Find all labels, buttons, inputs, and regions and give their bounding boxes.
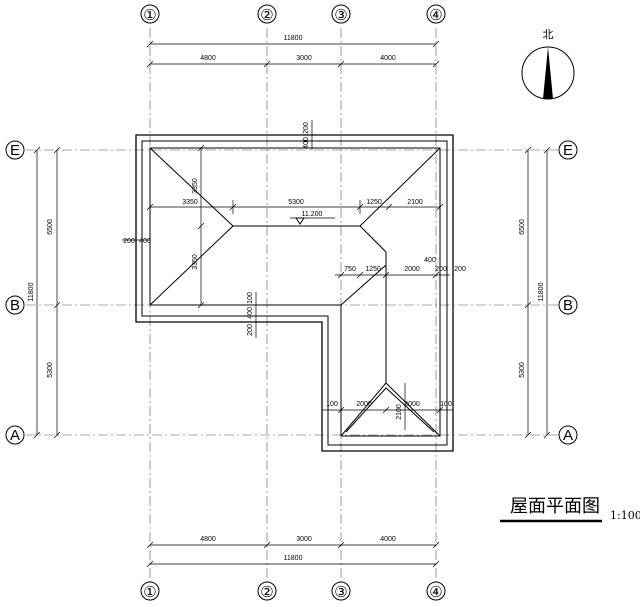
dim-hip-top: 3350 [192,178,199,194]
elevation-triangle [295,217,305,225]
axis-label-left-E: E [10,142,20,159]
hip-line [359,147,441,227]
axis-label-bottom-3: ③ [334,584,347,601]
right-dimension-chain: 6500 5300 11800 [519,146,551,439]
axis-bubble-bottom-1 [140,581,160,601]
dim-wing-5: 200 [454,266,466,273]
dim-right-total: 11800 [538,282,545,301]
dim-wing-4: 200 [435,266,447,273]
hip-line [385,382,441,437]
axis-label-right-E: E [563,142,573,159]
dim-gable-height: 2100 [396,404,403,420]
axis-bubble-bottom-3 [331,581,351,601]
dim-step-3: 100 [247,292,254,304]
dim-wing-3: 2000 [404,266,420,273]
roof-ridges-hips [149,147,441,437]
dim-bottom-seg-1: 4800 [200,536,216,543]
axis-label-left-B: B [10,297,20,314]
axis-label-top-3: ③ [334,7,347,24]
gable-outline [345,387,435,433]
roof-inner-edge [141,140,448,446]
left-dimension-chain: 11800 6500 5300 [28,146,61,439]
axis-bubble-top-4 [426,4,446,24]
dim-left-seg-2: 5300 [47,362,54,378]
dim-left-total: 11800 [28,282,35,301]
dim-ridge-1: 3350 [182,199,198,206]
dim-right-eave: 400 [424,257,436,264]
dim-top-seg-3: 4000 [380,55,396,62]
dim-gable-4: 100 [440,401,452,408]
axis-label-top-2: ② [260,7,273,24]
dim-top-seg-1: 4800 [200,55,216,62]
axis-label-top-1: ① [143,7,156,24]
dim-gable-1: 100 [326,401,338,408]
bottom-dimension-chain: 4800 3000 4000 11800 [146,536,440,568]
axis-bubble-top-2 [257,4,277,24]
hip-line [340,382,387,437]
valley-line [340,264,387,306]
dim-gable-3: 2000 [404,401,420,408]
axis-bubble-left-A [5,425,25,445]
dim-right-seg-2: 5300 [519,362,526,378]
axis-label-right-B: B [563,297,573,314]
drawing-title-block: 屋面平面图 1:100 [500,496,640,523]
hip-line [149,225,234,306]
axis-label-bottom-1: ① [143,584,156,601]
north-arrow-pointer [543,47,553,99]
dim-roof-left-eave: 400 [139,238,151,245]
dim-top-seg-2: 3000 [296,55,312,62]
drawing-title: 屋面平面图 [510,496,600,517]
dim-gable-2: 2000 [356,401,372,408]
dim-bottom-total: 11800 [284,555,303,562]
axis-bubbles: ① ② ③ ④ ① ② ③ ④ E B A E B A [5,4,578,601]
dim-wing-2: 1250 [365,266,381,273]
hip-line [149,147,234,227]
dim-roof-left-offset: 200 [123,238,135,245]
drawing-scale: 1:100 [610,509,640,522]
dim-hip-bottom: 3350 [192,254,199,270]
roof-outer-edge [135,134,454,452]
dim-wing-1: 750 [344,266,356,273]
dim-top-total: 11800 [284,35,303,42]
dim-roof-top-offset: 200 [303,122,310,134]
axis-bubble-top-3 [331,4,351,24]
valley-line [359,225,387,253]
axis-label-bottom-4: ④ [429,584,442,601]
axis-bubble-right-E [558,140,578,160]
dim-left-seg-1: 6500 [47,219,54,235]
elevation-value: 11.200 [302,211,323,218]
north-arrow: 北 [521,28,575,100]
dim-step-1: 200 [247,324,254,336]
axis-label-left-A: A [10,427,20,444]
elevation-mark: 11.200 [290,211,335,225]
dim-right-seg-1: 6500 [519,219,526,235]
axis-bubble-bottom-2 [257,581,277,601]
axis-bubble-right-B [558,295,578,315]
axis-label-bottom-2: ② [260,584,273,601]
roof-internal-dimensions: 3350 5300 1250 2100 3350 3350 750 1250 2… [122,120,466,430]
axis-bubble-right-A [558,425,578,445]
axis-bubble-left-E [5,140,25,160]
axis-label-top-4: ④ [429,7,442,24]
top-dimension-chain: 11800 4800 3000 4000 [146,35,440,68]
dim-ridge-2: 5300 [288,199,304,206]
north-label: 北 [543,28,554,41]
axis-bubble-bottom-4 [426,581,446,601]
axis-bubble-top-1 [140,4,160,24]
axis-label-right-A: A [563,427,573,444]
dim-bottom-seg-3: 4000 [380,536,396,543]
dim-bottom-seg-2: 3000 [296,536,312,543]
dim-ridge-3: 1250 [366,199,382,206]
axis-bubble-left-B [5,295,25,315]
dim-roof-top-eave: 400 [303,137,310,149]
dim-ridge-4: 2100 [407,199,423,206]
dim-step-2: 400 [247,307,254,319]
